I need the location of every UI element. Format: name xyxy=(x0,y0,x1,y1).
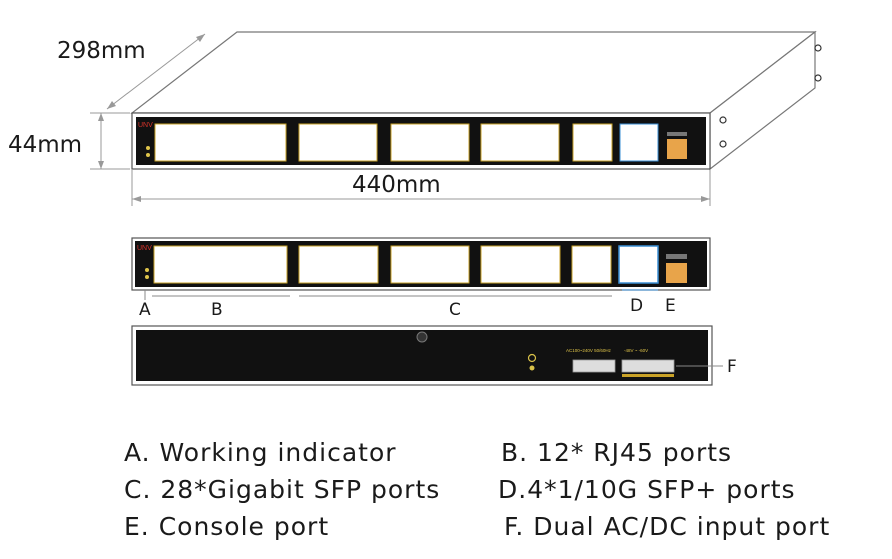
brand-logo-3d: UNV xyxy=(138,122,153,129)
brand-logo: UNV xyxy=(137,245,152,252)
depth-dimension: 298mm xyxy=(57,33,206,110)
sfp-plus-port-block xyxy=(618,245,659,284)
height-dimension: 44mm xyxy=(8,112,130,170)
sfp-port-block-2 xyxy=(390,245,470,284)
legend-c: C. 28*Gigabit SFP ports xyxy=(124,475,441,504)
legend-f: F. Dual AC/DC input port xyxy=(504,512,831,541)
sfp-block-3d-3 xyxy=(480,123,560,162)
side-screw-3 xyxy=(719,116,727,124)
dc-input-port xyxy=(621,359,675,373)
working-led-icon-1 xyxy=(145,268,149,272)
dc-label: -48V ~ -60V xyxy=(624,348,648,353)
console-port-3d xyxy=(667,139,687,159)
height-label: 44mm xyxy=(8,132,82,158)
side-screw-2 xyxy=(814,74,822,82)
ground-icon xyxy=(527,353,537,363)
ac-input-port xyxy=(572,359,616,373)
front-panel: UNV xyxy=(131,237,711,291)
console-label-3d xyxy=(667,132,687,136)
sfp-block-3d-1 xyxy=(298,123,378,162)
rj45-block-3d xyxy=(154,123,287,162)
legend-e: E. Console port xyxy=(124,512,330,541)
power-label: AC100~240V 50/60Hz xyxy=(566,348,612,353)
legend-a: A. Working indicator xyxy=(124,438,397,467)
rj45-port-block xyxy=(153,245,288,284)
width-label: 440mm xyxy=(352,172,441,198)
side-screw-4 xyxy=(719,140,727,148)
ground-symbol-icon xyxy=(529,365,535,371)
sfp-port-block-1 xyxy=(298,245,379,284)
chassis-top-face xyxy=(130,31,817,114)
legend-d: D.4*1/10G SFP+ ports xyxy=(498,475,796,504)
working-led-icon-2 xyxy=(145,275,149,279)
callout-e: E xyxy=(665,296,676,316)
led-icon-3d-1 xyxy=(146,146,150,150)
callout-a: A xyxy=(139,300,151,320)
sfp-block-3d-2 xyxy=(390,123,470,162)
led-icon-3d-2 xyxy=(146,153,150,157)
rear-panel: AC100~240V 50/60Hz -48V ~ -60V F xyxy=(131,325,737,386)
legend-b: B. 12* RJ45 ports xyxy=(501,438,733,467)
callout-b: B xyxy=(211,300,223,320)
dc-input-trim xyxy=(622,374,674,377)
chassis-3d: UNV xyxy=(130,30,822,171)
width-dimension: 440mm xyxy=(131,170,711,206)
side-screw-1 xyxy=(814,44,822,52)
rear-screw-icon xyxy=(416,331,428,343)
sfp-port-block-3 xyxy=(480,245,561,284)
callout-brackets: A B C D E xyxy=(139,289,676,320)
console-port-label xyxy=(666,254,687,259)
callout-c: C xyxy=(449,300,461,320)
callout-f: F xyxy=(727,357,737,377)
sfp-port-block-4 xyxy=(571,245,612,284)
sfp-plus-block-3d xyxy=(619,123,659,162)
sfp-block-3d-4 xyxy=(572,123,613,162)
depth-label: 298mm xyxy=(57,38,146,64)
console-port xyxy=(666,263,687,283)
callout-d: D xyxy=(630,296,643,316)
